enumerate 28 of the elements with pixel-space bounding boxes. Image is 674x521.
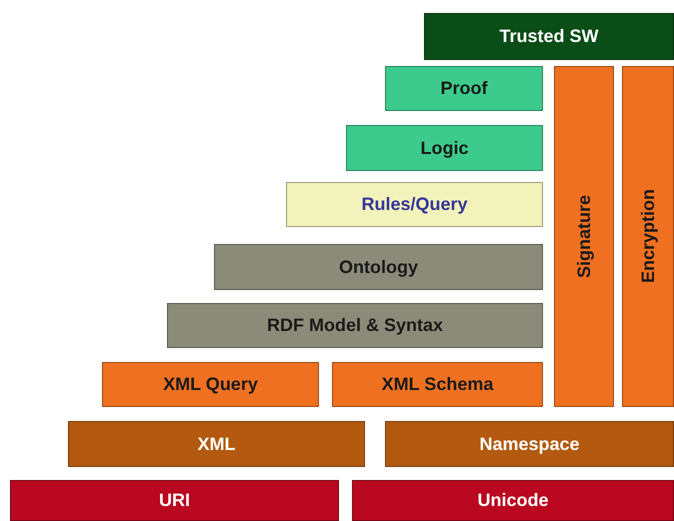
- layer-box: [68, 421, 365, 467]
- layer-label: Namespace: [479, 434, 580, 454]
- layer-box: [346, 125, 543, 171]
- layer-box: [424, 13, 674, 60]
- layer-label: Ontology: [339, 256, 418, 278]
- layer-label: Proof: [440, 78, 488, 99]
- layer-box: [622, 66, 674, 407]
- layer-box: [10, 480, 339, 521]
- layer-box: [167, 303, 543, 348]
- layer-box: [352, 480, 674, 521]
- layer-label: XML Schema: [382, 374, 494, 395]
- layer-label: XML Query: [163, 374, 258, 395]
- layer-box: [385, 421, 674, 467]
- layer-label: Signature: [574, 194, 594, 278]
- layer-label: Trusted SW: [499, 26, 598, 47]
- layer-box: [332, 362, 543, 407]
- layer-box: [286, 182, 543, 227]
- layer-label: URI: [159, 490, 190, 511]
- layer-label: Unicode: [477, 490, 548, 511]
- layer-box: [214, 244, 543, 290]
- layer-label: RDF Model & Syntax: [266, 315, 444, 336]
- layer-label: Encryption: [638, 189, 658, 284]
- layer-box: [385, 66, 543, 111]
- layer-box: [554, 66, 614, 407]
- layer-label: XML: [198, 434, 236, 454]
- layer-label: Logic: [420, 138, 468, 158]
- layer-box: [102, 362, 319, 407]
- layer-label: Rules/Query: [361, 194, 468, 215]
